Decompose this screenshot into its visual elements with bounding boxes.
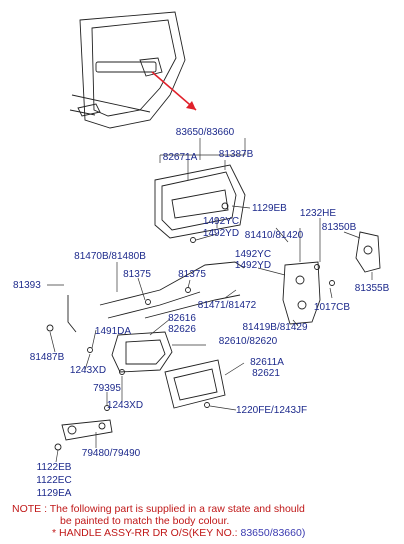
part-label-79395: 79395 xyxy=(93,383,121,394)
note-star: * xyxy=(52,527,57,539)
part-label-82610-82620: 82610/82620 xyxy=(218,336,278,347)
part-label-82616: 82616 xyxy=(168,313,196,324)
part-label-81410-81420: 81410/81420 xyxy=(244,230,304,241)
part-label-81350b: 81350B xyxy=(321,222,357,233)
leader-lines xyxy=(47,138,373,463)
part-label-1122ec: 1122EC xyxy=(36,475,72,486)
note-key-number: 83650/83660 xyxy=(240,527,302,539)
note-close-paren: ) xyxy=(301,527,306,539)
part-label-81487b: 81487B xyxy=(29,352,65,363)
part-label-1220fe-1243jf: 1220FE/1243JF xyxy=(236,405,308,416)
part-label-82626: 82626 xyxy=(168,324,196,335)
note-line-1: NOTE : The following part is supplied in… xyxy=(12,503,398,515)
part-label-81387b: 81387B xyxy=(218,149,254,160)
part-label-83650-83660: 83650/83660 xyxy=(175,127,235,138)
part-label-1017cb: 1017CB xyxy=(313,302,351,313)
note-line-3: * HANDLE ASSY-RR DR O/S(KEY NO.: 83650/8… xyxy=(12,527,398,539)
part-label-81393: 81393 xyxy=(13,280,41,291)
door-striker xyxy=(355,231,381,273)
part-label-1122eb: 1122EB xyxy=(36,462,72,473)
note-block: NOTE : The following part is supplied in… xyxy=(12,503,398,539)
part-label-1491da: 1491DA xyxy=(94,326,132,337)
handle-bezel xyxy=(164,359,226,409)
note-text-2: be painted to match the body colour. xyxy=(60,515,230,527)
door-checker xyxy=(61,419,113,441)
note-text-3: HANDLE ASSY-RR DR O/S(KEY NO.: xyxy=(59,527,238,539)
part-label-79480-79490: 79480/79490 xyxy=(81,448,141,459)
part-label-81375-right: 81375 xyxy=(178,269,206,280)
door-outline xyxy=(69,11,186,129)
part-label-1492yd-upper: 1492YD xyxy=(202,228,240,239)
door-parts-diagram xyxy=(46,11,381,463)
part-label-1232he: 1232HE xyxy=(299,208,337,219)
part-label-82671a: 82671A xyxy=(162,152,198,163)
part-label-81419b-81429: 81419B/81429 xyxy=(242,322,308,333)
part-label-1492yc-lower: 1492YC xyxy=(234,249,272,260)
part-label-82611a: 82611A xyxy=(250,357,284,368)
part-label-1243xd-lower: 1243XD xyxy=(106,400,144,411)
part-label-81375-left: 81375 xyxy=(123,269,151,280)
part-label-1129eb: 1129EB xyxy=(252,203,287,214)
inside-handle xyxy=(111,331,173,373)
note-line-2: be painted to match the body colour. xyxy=(12,515,398,527)
part-label-1492yd-lower: 1492YD xyxy=(234,260,272,271)
part-label-81355b: 81355B xyxy=(354,283,390,294)
outside-handle xyxy=(154,164,246,239)
part-label-81470b-81480b: 81470B/81480B xyxy=(74,251,146,262)
part-label-81471-81472: 81471/81472 xyxy=(197,300,257,311)
part-label-1129ea: 1129EA xyxy=(36,488,72,499)
note-prefix: NOTE : xyxy=(12,503,48,515)
door-latch xyxy=(282,261,321,325)
detail-arrow-head xyxy=(186,101,196,110)
part-label-1492yc-upper: 1492YC xyxy=(202,216,240,227)
part-label-1243xd-left: 1243XD xyxy=(69,365,107,376)
part-label-82621: 82621 xyxy=(252,368,280,379)
note-text-1: The following part is supplied in a raw … xyxy=(49,503,305,515)
detail-arrow xyxy=(151,71,197,111)
